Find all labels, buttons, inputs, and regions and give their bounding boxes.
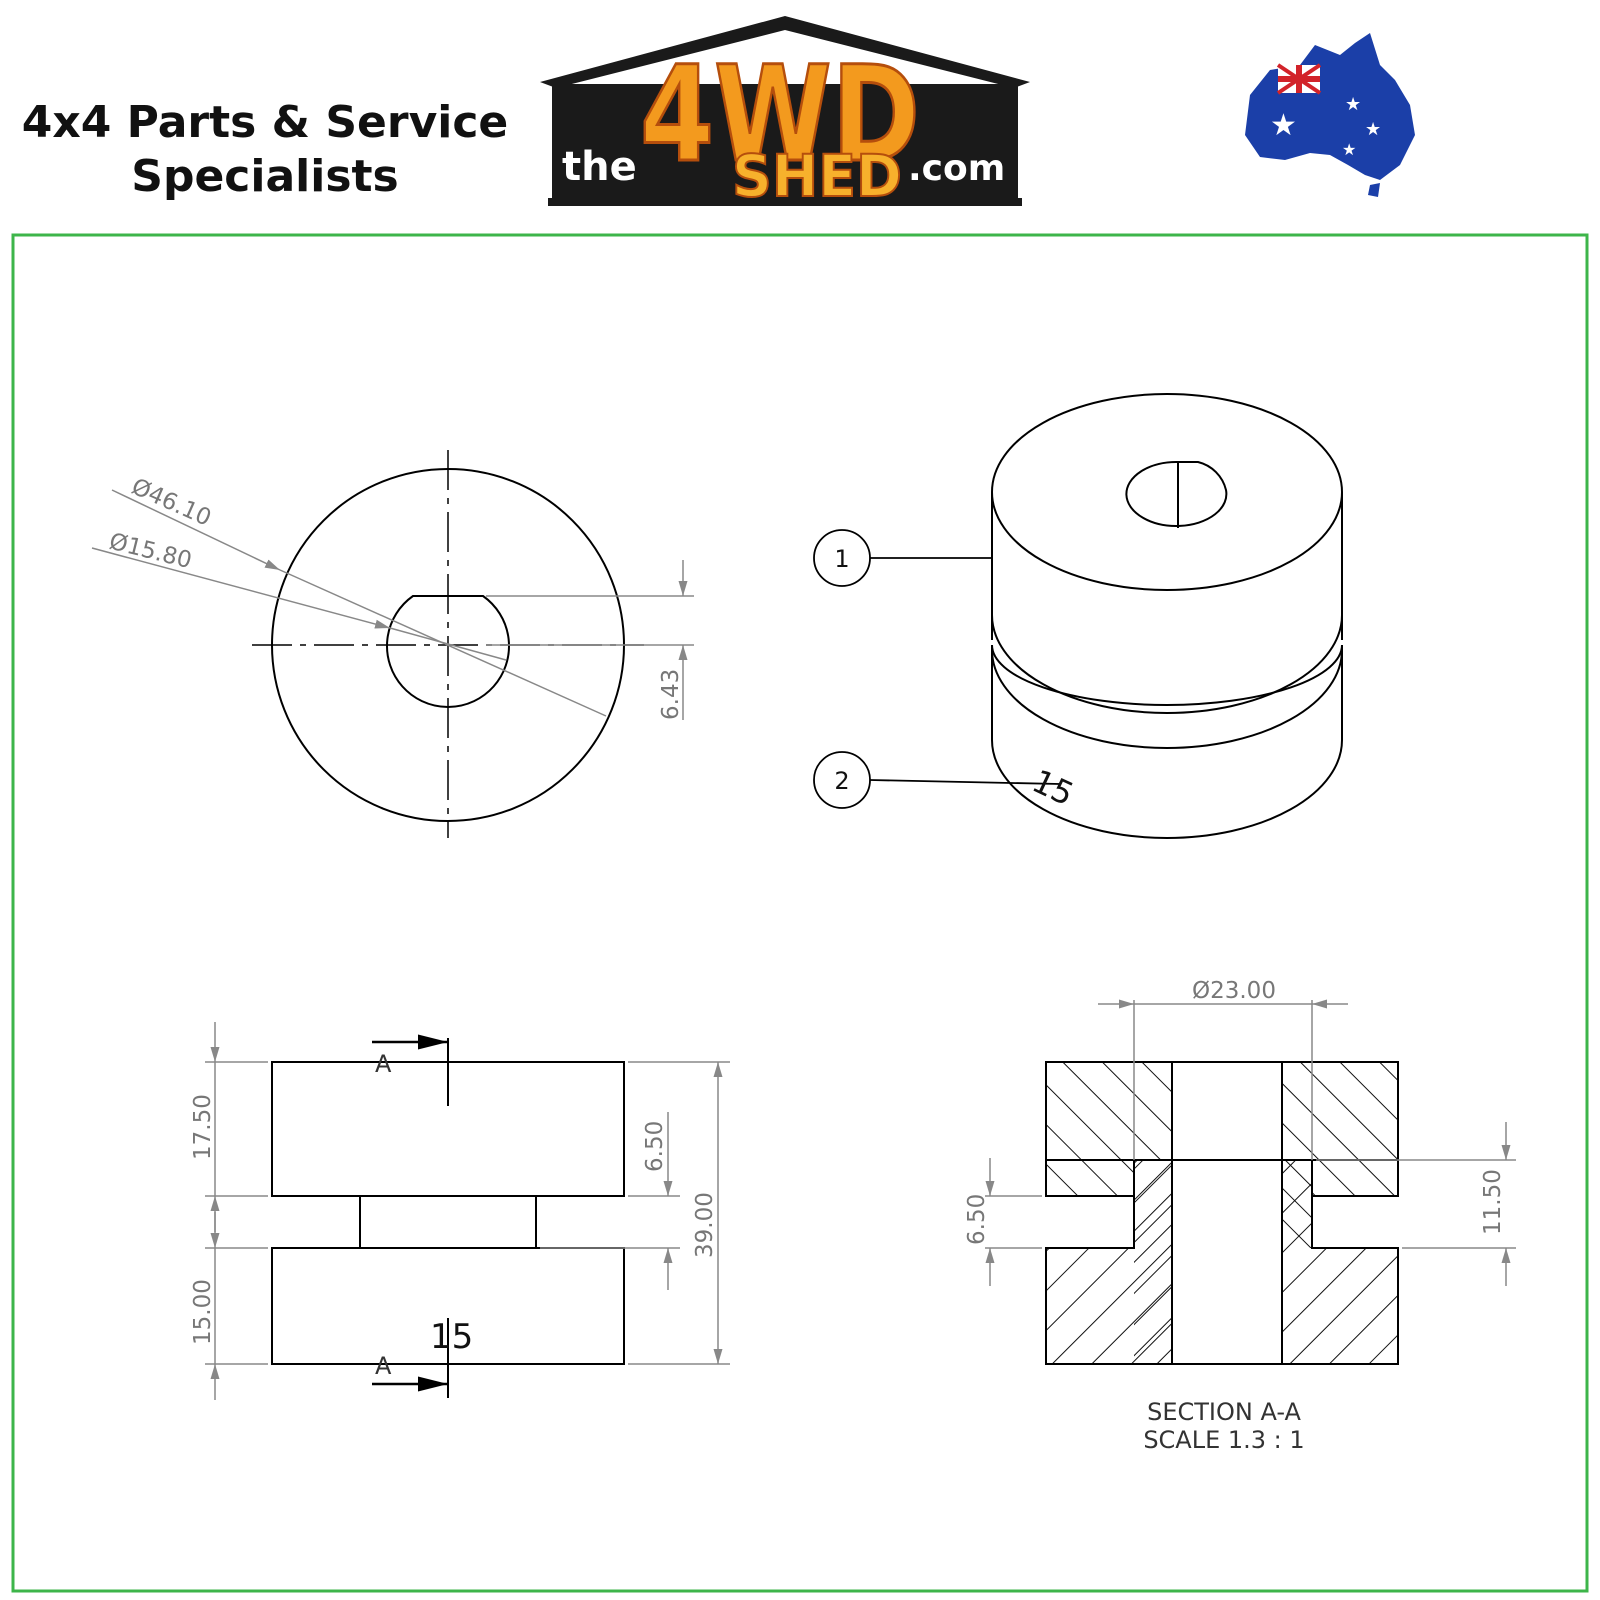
svg-text:★: ★ [1270, 108, 1297, 143]
logo-prefix: the [562, 144, 637, 190]
top-view-dimensions [91, 489, 694, 720]
section-view [1045, 1061, 1399, 1365]
australia-map-flag-icon: ★ ★ ★ ★ [1245, 33, 1415, 197]
tagline: 4x4 Parts & Service Specialists [20, 96, 510, 204]
dim-flat-height: 6.43 [658, 669, 684, 720]
dim-total-height: 39.00 [692, 1192, 718, 1258]
svg-text:★: ★ [1345, 94, 1361, 115]
svg-text:★: ★ [1342, 140, 1356, 159]
drawing-frame [11, 233, 1589, 1593]
front-mark: 15 [430, 1317, 473, 1357]
iso-view [991, 393, 1343, 839]
dim-top-height: 17.50 [190, 1094, 216, 1160]
dim-outer-diameter: Ø46.10 [128, 474, 215, 532]
section-label-bottom: A [375, 1352, 392, 1380]
dim-inner-diameter: Ø15.80 [107, 529, 195, 575]
dim-section-right: 11.50 [1480, 1169, 1506, 1235]
section-caption-line-1: SECTION A-A [1147, 1398, 1301, 1426]
iso-mark: 15 [1027, 762, 1080, 814]
iso-balloons [813, 529, 1061, 809]
dim-groove-height: 6.50 [642, 1121, 668, 1172]
section-label-top: A [375, 1050, 392, 1078]
tagline-line-1: 4x4 Parts & Service [21, 97, 509, 148]
section-view-dimensions [985, 999, 1516, 1286]
dim-section-left: 6.50 [964, 1194, 990, 1245]
balloon-2-label: 2 [834, 767, 849, 795]
front-view [271, 1034, 625, 1398]
balloon-1-label: 1 [834, 545, 849, 573]
tagline-line-2: Specialists [131, 151, 399, 202]
logo-main: 4WD [640, 38, 920, 192]
front-view-dimensions [205, 1022, 730, 1400]
logo-sub: SHED [732, 142, 902, 210]
dim-section-diameter: Ø23.00 [1192, 978, 1276, 1004]
logo-suffix: .com [908, 148, 1005, 189]
section-caption-line-2: SCALE 1.3 : 1 [1143, 1426, 1304, 1454]
dim-bottom-height: 15.00 [190, 1279, 216, 1345]
the-4wd-shed-logo: the 4WD SHED .com [540, 16, 1030, 211]
svg-text:★: ★ [1365, 119, 1381, 140]
